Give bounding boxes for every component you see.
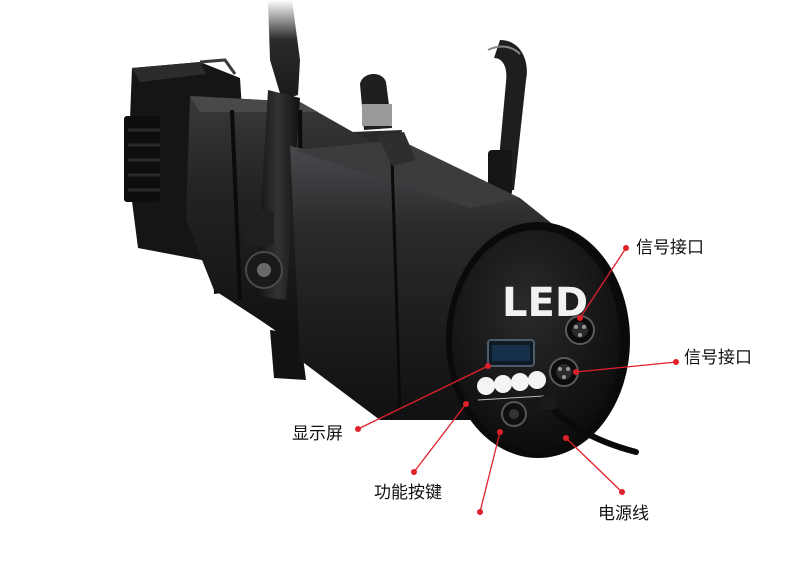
callout-signal-port-bottom: 信号接口 — [684, 348, 752, 368]
signal-port-bottom — [549, 357, 579, 387]
callout-function-buttons: 功能按键 — [374, 483, 442, 503]
function-button-2 — [494, 375, 512, 393]
function-button-4 — [528, 371, 546, 389]
signal-port-top — [565, 315, 595, 345]
function-button-3 — [511, 373, 529, 391]
callout-display-screen: 显示屏 — [292, 424, 343, 444]
function-button-1 — [477, 377, 495, 395]
function-buttons — [477, 371, 546, 401]
leader-dots — [355, 245, 679, 515]
callout-power-cord: 电源线 — [598, 504, 649, 524]
callout-signal-port-top: 信号接口 — [636, 238, 704, 258]
yoke-bracket — [268, 0, 527, 196]
leader-lines — [357, 247, 677, 513]
side-knob — [245, 90, 306, 380]
front-panel: LED — [446, 222, 639, 458]
power-socket — [501, 401, 527, 427]
